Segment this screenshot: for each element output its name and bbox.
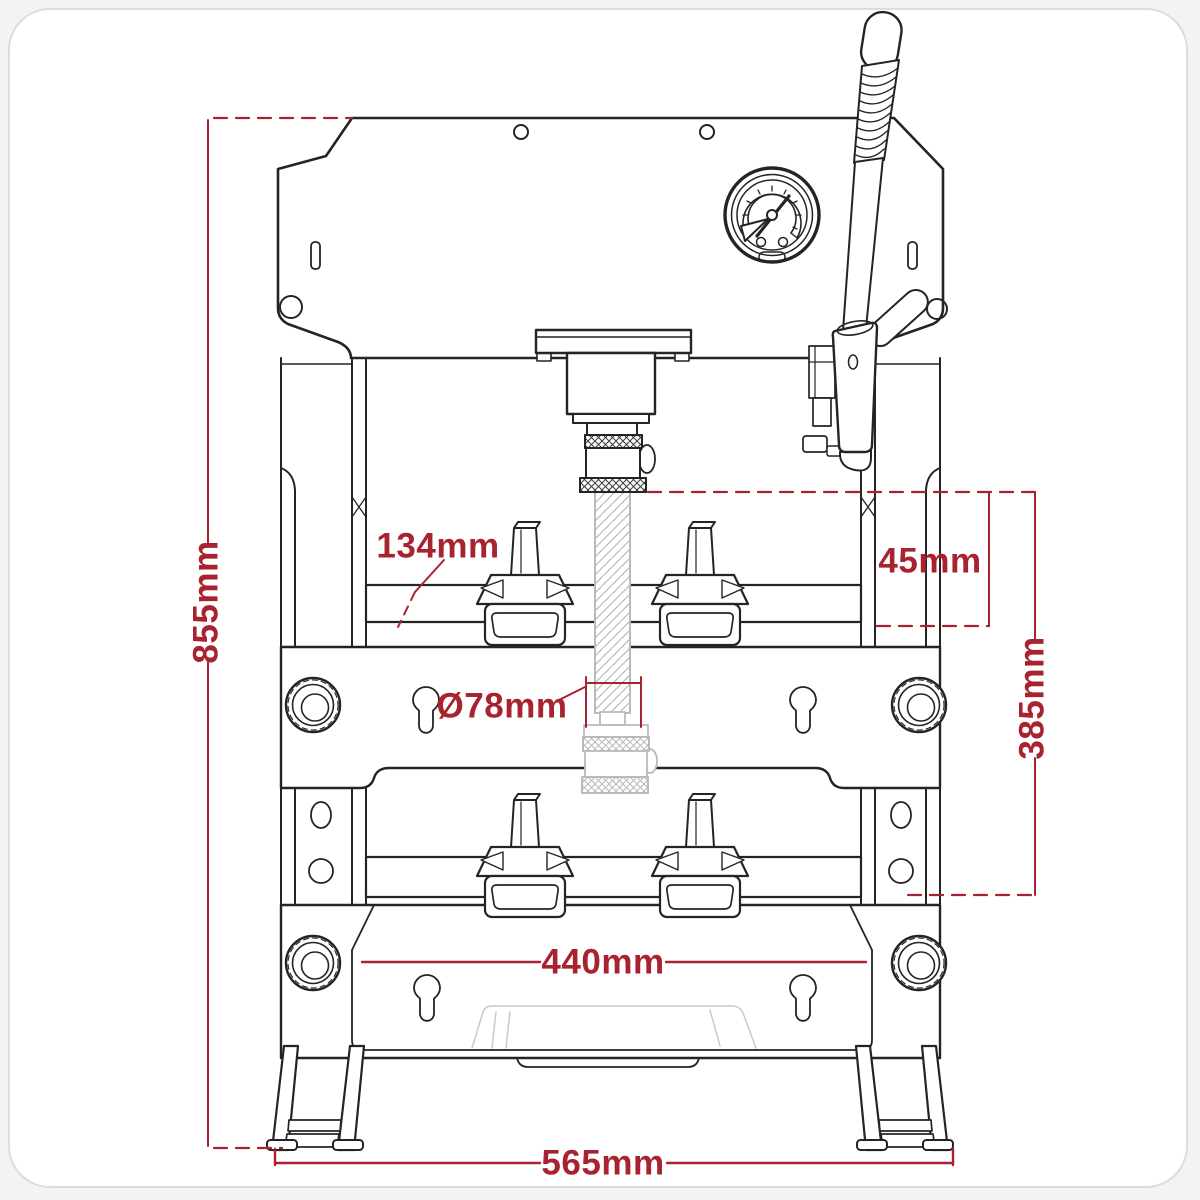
dim-78-label: Ø78mm bbox=[437, 687, 568, 726]
base-knob bbox=[890, 934, 948, 992]
head-bolt-hole bbox=[699, 124, 715, 140]
head-side-hole bbox=[279, 295, 303, 319]
head-bolt-hole bbox=[513, 124, 529, 140]
base-tray-ghost bbox=[471, 1005, 757, 1049]
dim-134-label: 134mm bbox=[376, 527, 499, 566]
ram-knurled-collar bbox=[579, 477, 647, 493]
dimension-45 bbox=[646, 490, 1037, 628]
head-slot bbox=[310, 241, 321, 270]
foot-right bbox=[854, 1044, 955, 1152]
head-slot bbox=[907, 241, 918, 270]
head-side-hole bbox=[926, 298, 948, 320]
dimension-78 bbox=[556, 676, 642, 728]
hydraulic-ram bbox=[534, 328, 693, 493]
dim-45-label: 45mm bbox=[878, 542, 981, 581]
dimension-385 bbox=[906, 491, 1037, 897]
bed-knob bbox=[284, 676, 342, 734]
dimension-134 bbox=[397, 559, 445, 628]
ram-top-plate bbox=[534, 328, 693, 355]
ram-side-knob bbox=[638, 444, 656, 474]
dim-855-label: 855mm bbox=[187, 540, 226, 663]
dim-565-label: 565mm bbox=[541, 1144, 664, 1183]
ram-cylinder bbox=[565, 351, 657, 416]
base-knob bbox=[284, 934, 342, 992]
press-base bbox=[279, 903, 948, 1068]
pressure-gauge-icon bbox=[723, 166, 821, 264]
ram-knurled-collar bbox=[584, 434, 643, 449]
v-block bbox=[475, 792, 575, 919]
handle-ribbed-sleeve bbox=[853, 59, 900, 164]
column-pin-holes bbox=[308, 801, 914, 884]
dim-385-label: 385mm bbox=[1013, 636, 1052, 759]
base-channel bbox=[516, 1057, 700, 1068]
ram-screw-ghost bbox=[581, 491, 658, 794]
dimension-855 bbox=[207, 116, 354, 1150]
pump-assembly bbox=[802, 10, 929, 472]
dim-440-label: 440mm bbox=[541, 943, 664, 982]
lower-beam bbox=[364, 855, 863, 899]
dimension-annotations bbox=[207, 116, 1037, 1167]
dimension-565 bbox=[273, 1147, 955, 1167]
v-block bbox=[650, 520, 750, 647]
bed-knob bbox=[890, 676, 948, 734]
handle-socket bbox=[831, 321, 879, 454]
foot-left bbox=[265, 1044, 366, 1152]
v-block bbox=[650, 792, 750, 919]
